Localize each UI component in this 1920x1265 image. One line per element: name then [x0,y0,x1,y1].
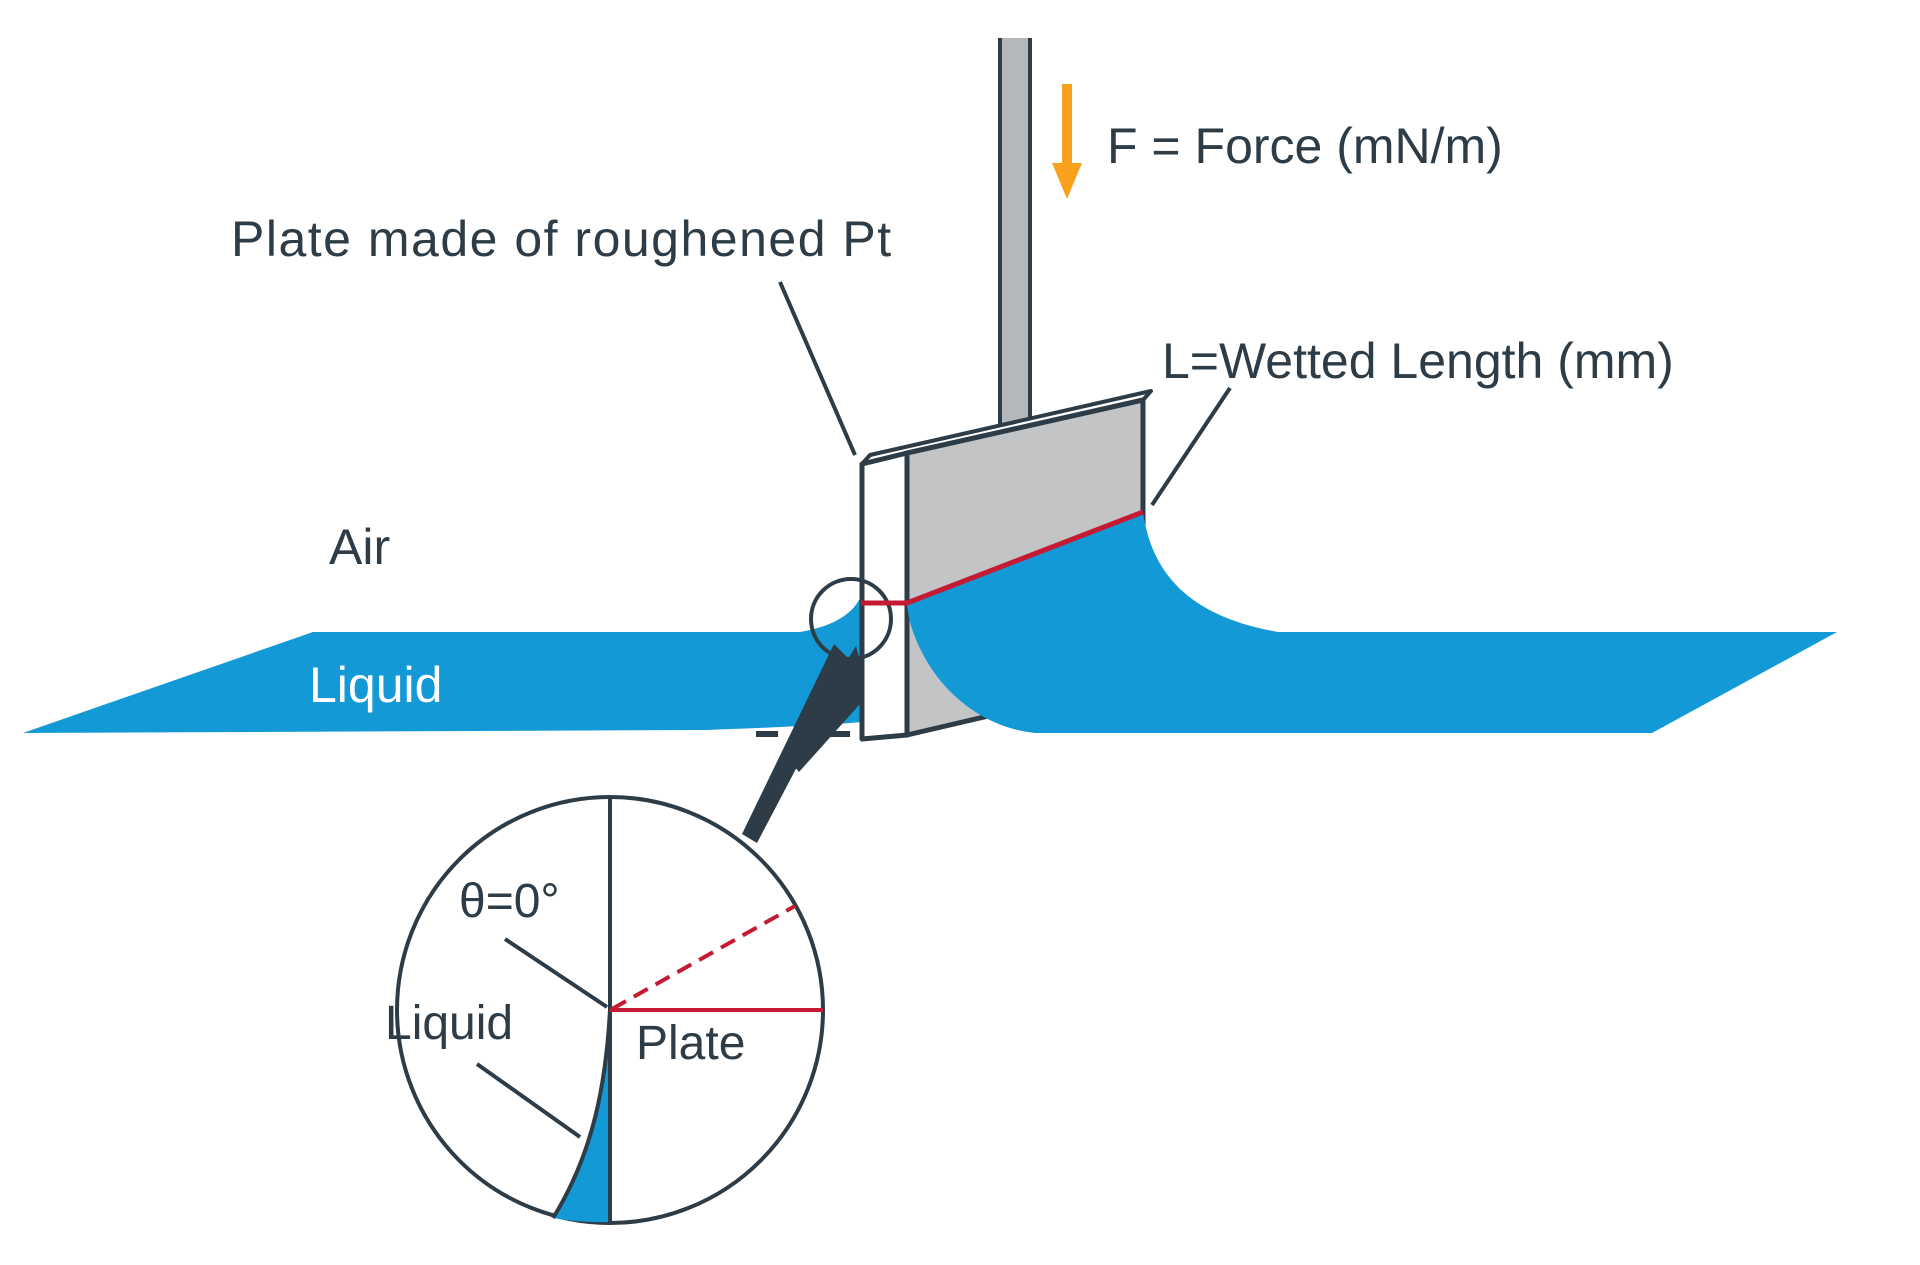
plate-label-leader-line [778,281,857,456]
support-rod [998,38,1032,432]
liquid-label: Liquid [309,657,443,713]
wetted-line [861,509,1144,606]
air-label: Air [329,519,391,575]
plate-material-label: Plate made of roughened Pt [231,211,893,267]
zoom-liquid-wedge [553,1010,610,1223]
force-arrow-icon [1052,84,1082,199]
zoom-circle [395,795,825,1225]
zoom-liquid-label: Liquid [385,997,514,1050]
zoom-liquid-leader-line [475,1062,582,1139]
zoom-callout-cone-right [787,646,869,772]
theta-leader-line [503,937,609,1009]
meniscus-left [800,594,862,702]
wetted-length-leader-line [1150,386,1232,507]
zoom-plate-label: Plate [636,1017,746,1070]
force-label: F = Force (mN/m) [1107,118,1503,174]
wetted-length-label: L=Wetted Length (mm) [1162,333,1674,389]
magnifier-circle [809,577,893,661]
zoom-contact-angle-dashed-line [611,904,796,1011]
liquid-surface-left [23,632,862,733]
liquid-surface-right [907,512,1837,733]
contact-angle-label: θ=0° [459,875,560,928]
